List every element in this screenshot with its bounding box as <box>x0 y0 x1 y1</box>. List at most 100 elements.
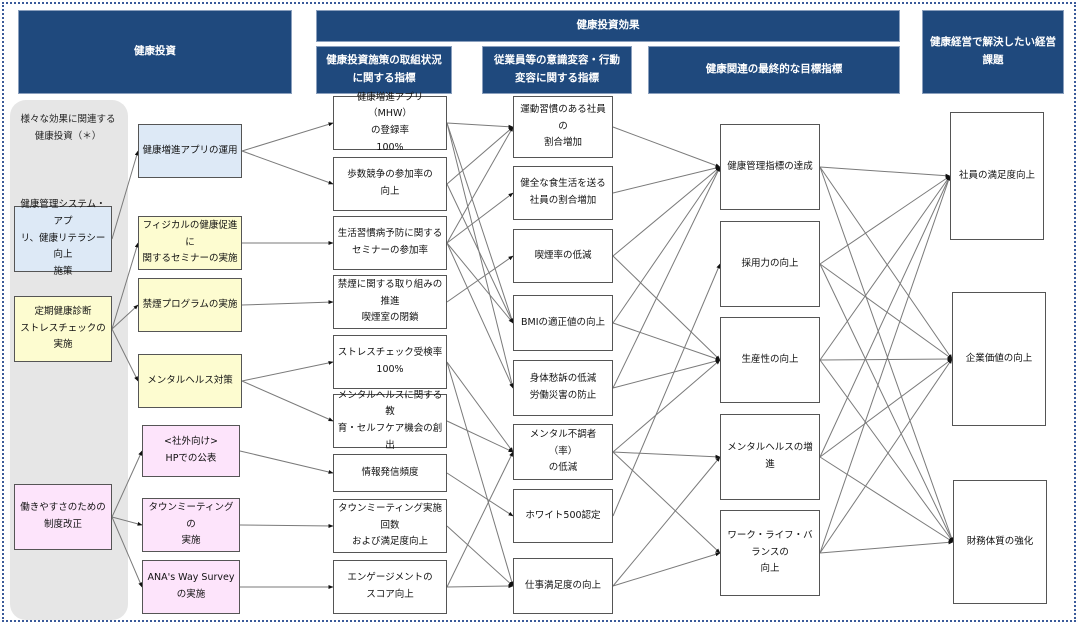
connector-E4-G2 <box>612 359 721 389</box>
awareness-indicator-box: BMIの適正値の向上 <box>513 295 613 351</box>
awareness-indicator-box: 喫煙率の低減 <box>513 229 613 283</box>
header-measures-indicators: 健康投資施策の取組状況に関する指標 <box>316 46 452 94</box>
connector-B0-I0 <box>111 150 139 240</box>
connector-G3-K0 <box>819 175 951 458</box>
connector-B1-I2 <box>111 304 139 330</box>
final-indicator-box: ワーク・ライフ・バランスの 向上 <box>720 510 820 596</box>
connector-G4-K1 <box>819 358 953 554</box>
measure-indicator-box: タウンミーティング実施回数 および満足度向上 <box>333 499 447 553</box>
awareness-indicator-box: ホワイト500認定 <box>513 489 613 543</box>
connector-M0-E0 <box>446 122 514 129</box>
connector-G1-K2 <box>819 263 954 543</box>
investment-box: メンタルヘルス対策 <box>138 354 242 408</box>
connector-G3-K1 <box>819 358 953 458</box>
base-investment-box: 働きやすさのための 制度改正 <box>14 484 112 550</box>
connector-G1-K0 <box>819 175 951 265</box>
connector-M4-E7 <box>446 361 514 587</box>
connector-I0-M1 <box>241 150 334 185</box>
awareness-indicator-box: 運動習慣のある社員の 割合増加 <box>513 96 613 158</box>
connector-G0-K1 <box>819 166 953 360</box>
measure-indicator-box: エンゲージメントの スコア向上 <box>333 560 447 614</box>
connector-I0-M0 <box>241 122 334 152</box>
connector-G0-K2 <box>819 166 954 543</box>
connector-E5-G3 <box>612 451 721 459</box>
connector-E2-G0 <box>612 166 721 257</box>
connector-M5-E5 <box>446 420 514 453</box>
final-indicator-box: 健康管理指標の達成 <box>720 124 820 210</box>
management-issue-box: 財務体質の強化 <box>953 480 1047 604</box>
connector-B1-I1 <box>111 242 139 330</box>
connector-M8-E5 <box>446 451 514 588</box>
connector-I5-M7 <box>239 523 334 528</box>
final-indicator-box: 採用力の向上 <box>720 221 820 307</box>
connector-B2-I5 <box>111 516 143 526</box>
connector-G4-K2 <box>819 540 954 554</box>
base-investment-box: 定期健康診断 ストレスチェックの実施 <box>14 296 112 362</box>
connector-E5-G4 <box>612 451 721 554</box>
connector-M2-E3 <box>446 242 514 324</box>
investment-box: タウンミーティングの 実施 <box>142 498 240 552</box>
connector-M8-E7 <box>446 584 514 589</box>
awareness-indicator-box: メンタル不調者（率） の低減 <box>513 424 613 480</box>
connector-M1-E0 <box>446 126 514 185</box>
final-indicator-box: 生産性の向上 <box>720 317 820 403</box>
header-investment: 健康投資 <box>18 10 292 94</box>
header-effects: 健康投資効果 <box>316 10 900 42</box>
header-management-issues: 健康経営で解決したい経営課題 <box>922 10 1064 94</box>
connector-B2-I6 <box>111 516 143 588</box>
base-investment-box: 健康管理システム・アプ リ、健康リテラシー向上 施策 <box>14 199 112 277</box>
connector-B2-I4 <box>111 450 143 518</box>
connector-M0-E4 <box>446 122 514 389</box>
connector-M4-E5 <box>446 361 514 453</box>
measure-indicator-box: 禁煙に関する取り組みの 推進 喫煙室の閉鎖 <box>333 275 447 329</box>
awareness-indicator-box: 身体愁訴の低減 労働災害の防止 <box>513 360 613 416</box>
measure-indicator-box: メンタルヘルスに関する教 育・セルフケア機会の創出 <box>333 390 447 451</box>
connector-E0-G0 <box>612 126 721 168</box>
connector-E5-G2 <box>612 359 721 453</box>
connector-E7-G3 <box>612 456 721 587</box>
connector-G3-K2 <box>819 456 954 543</box>
connector-G2-K2 <box>819 359 954 543</box>
investment-box: 健康増進アプリの運用 <box>138 124 242 178</box>
connector-M2-E0 <box>446 126 514 244</box>
connector-E3-G0 <box>612 166 721 324</box>
connector-M0-E3 <box>446 122 514 324</box>
connector-E4-G0 <box>612 166 721 389</box>
connector-I2-M3 <box>241 300 334 306</box>
investment-box: ANA's Way Survey の実施 <box>142 560 240 614</box>
awareness-indicator-box: 健全な食生活を送る 社員の割合増加 <box>513 166 613 220</box>
connector-G0-K0 <box>819 166 951 178</box>
connector-M1-E3 <box>446 183 514 324</box>
investment-box: 禁煙プログラムの実施 <box>138 278 242 332</box>
awareness-indicator-box: 仕事満足度の向上 <box>513 558 613 614</box>
connector-G2-K1 <box>819 357 953 362</box>
management-issue-box: 社員の満足度向上 <box>950 112 1044 240</box>
connector-B1-I3 <box>111 328 139 382</box>
measure-indicator-box: ストレスチェック受検率 100% <box>333 335 447 389</box>
common-investment-label: 様々な効果に関連する 健康投資（＊） <box>20 114 116 142</box>
header-awareness-indicators: 従業員等の意識変容・行動変容に関する指標 <box>482 46 632 94</box>
management-issue-box: 企業価値の向上 <box>952 292 1046 426</box>
connector-M2-E4 <box>446 242 514 389</box>
connector-E7-G4 <box>612 552 721 587</box>
measure-indicator-box: 歩数競争の参加率の 向上 <box>333 157 447 211</box>
connector-I3-M4 <box>241 360 334 382</box>
measure-indicator-box: 生活習慣病予防に関する セミナーの参加率 <box>333 216 447 270</box>
connector-G2-K0 <box>819 175 951 361</box>
connector-G4-K0 <box>819 175 951 554</box>
connector-E3-G2 <box>612 322 721 361</box>
measure-indicator-box: 健康増進アプリ（MHW） の登録率 100% <box>333 92 447 153</box>
connector-I4-M6 <box>239 450 334 474</box>
connector-M6-E6 <box>446 472 514 517</box>
connector-I3-M5 <box>241 380 334 422</box>
connector-E2-G2 <box>612 255 721 361</box>
investment-box: フィジカルの健康促進に 関するセミナーの実施 <box>138 216 242 270</box>
final-indicator-box: メンタルヘルスの増進 <box>720 414 820 500</box>
measure-indicator-box: 情報発信頻度 <box>333 454 447 492</box>
investment-box: <社外向け> HPでの公表 <box>142 425 240 477</box>
connector-M7-E7 <box>446 525 514 587</box>
connector-M2-E1 <box>446 192 514 244</box>
connector-E1-G0 <box>612 166 721 194</box>
